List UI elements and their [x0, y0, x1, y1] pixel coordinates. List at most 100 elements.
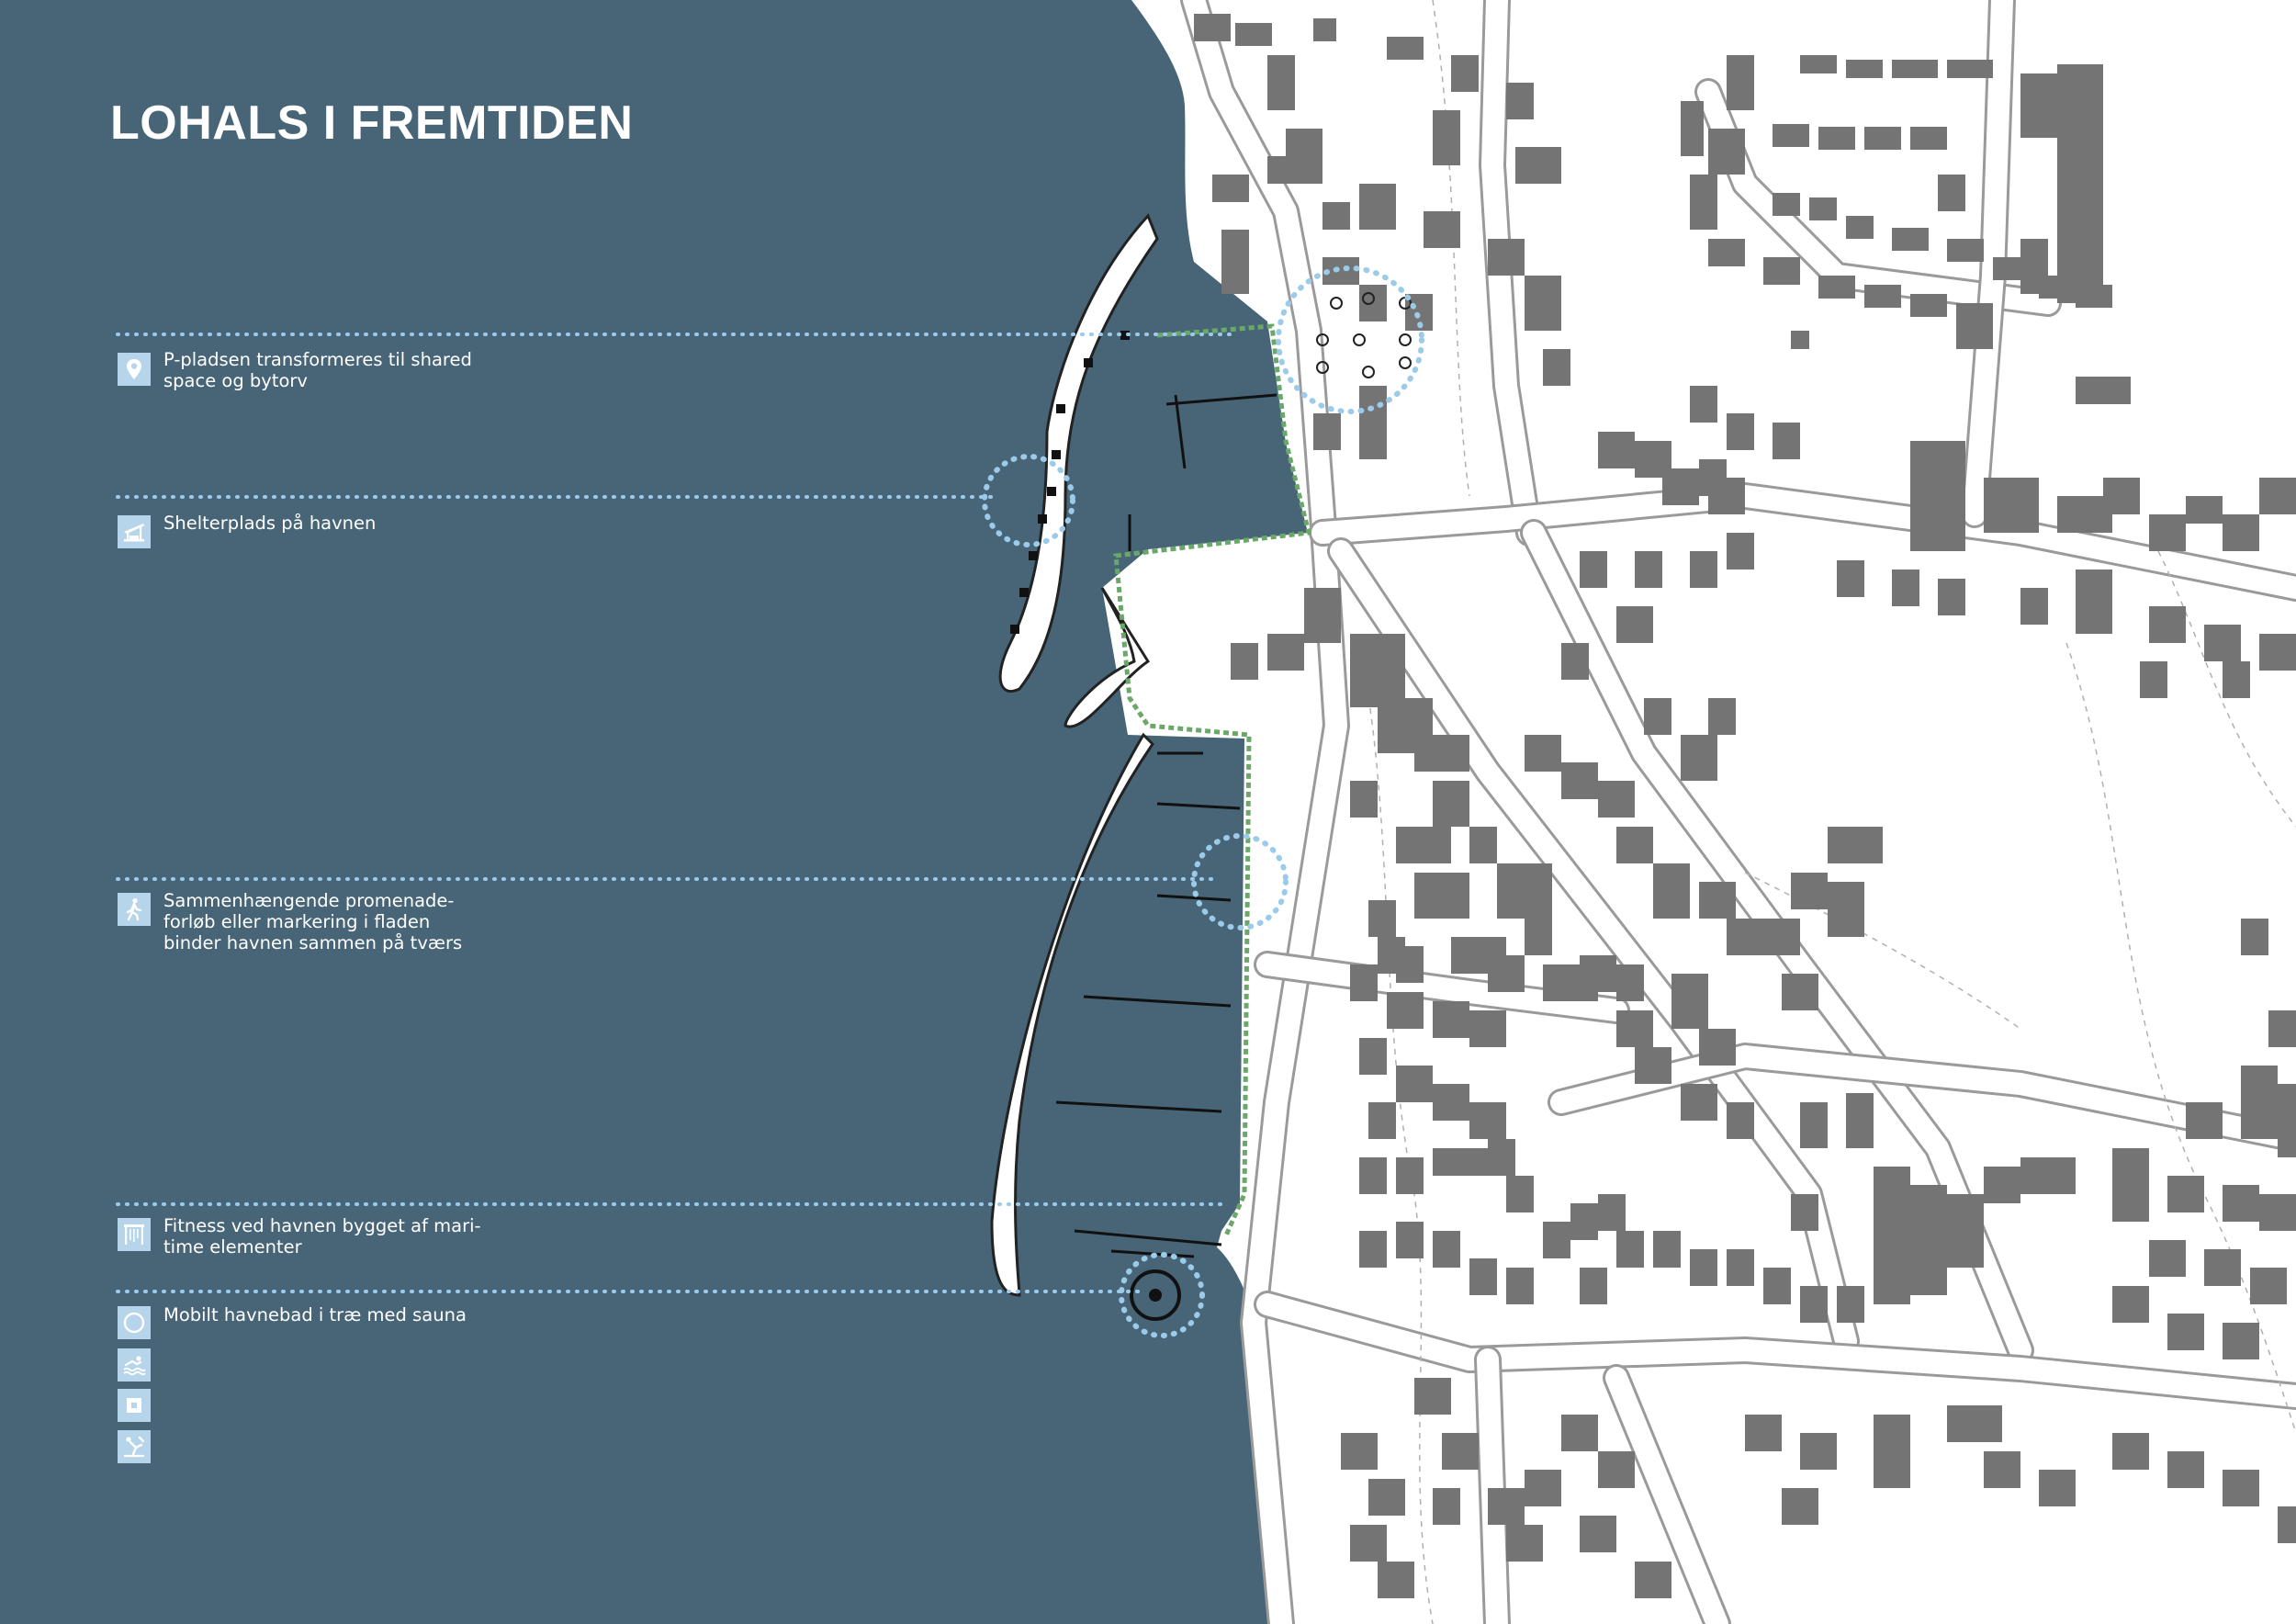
- building: [1984, 1451, 2020, 1488]
- building: [1662, 468, 1699, 505]
- sauna-box-icon: [118, 1389, 151, 1422]
- shelter-marker: [1029, 551, 1038, 560]
- building: [1699, 882, 1736, 919]
- building: [2112, 1286, 2149, 1323]
- building: [2039, 1470, 2076, 1506]
- jetty: [1156, 894, 1232, 902]
- building: [1616, 827, 1653, 863]
- jetty: [1083, 995, 1232, 1008]
- shelter-marker: [1056, 404, 1065, 413]
- building: [1488, 1139, 1515, 1176]
- building: [1616, 964, 1644, 1001]
- building: [2112, 1176, 2149, 1222]
- building: [1690, 1249, 1717, 1286]
- building: [1543, 1222, 1570, 1258]
- shelter-marker: [1120, 331, 1130, 340]
- building: [1378, 1562, 1414, 1598]
- building: [1864, 285, 1901, 308]
- road-fill: [1256, 953, 1627, 1021]
- building: [1570, 1203, 1598, 1240]
- building: [2259, 1194, 2296, 1231]
- building: [1809, 197, 1837, 220]
- harbour-bath-center: [1149, 1289, 1162, 1302]
- building: [1359, 423, 1387, 459]
- building: [1506, 1268, 1534, 1304]
- building: [1561, 762, 1598, 799]
- building: [1947, 1405, 2002, 1442]
- building: [1451, 55, 1479, 92]
- plaza-tree: [1353, 333, 1366, 346]
- building: [1561, 643, 1589, 680]
- building: [2020, 1157, 2076, 1194]
- building: [1653, 1231, 1681, 1268]
- building: [2186, 1102, 2223, 1139]
- building: [1800, 1286, 1828, 1323]
- fitness-icon: [118, 1218, 151, 1251]
- building: [1598, 1194, 1626, 1231]
- building: [1635, 551, 1662, 588]
- jetty: [1074, 1229, 1222, 1246]
- shelter-marker: [1047, 487, 1056, 496]
- building: [1469, 1010, 1506, 1047]
- building: [1515, 147, 1561, 184]
- building: [2076, 377, 2131, 404]
- sea-water: [0, 0, 1308, 1624]
- building: [1359, 1038, 1387, 1075]
- building: [1635, 1562, 1671, 1598]
- road-fill: [1605, 1367, 1728, 1624]
- building: [1763, 1268, 1791, 1304]
- building: [1773, 124, 1809, 147]
- building: [2223, 1470, 2259, 1506]
- building: [1469, 827, 1497, 863]
- building: [1469, 1258, 1497, 1295]
- building: [1690, 551, 1717, 588]
- building: [1414, 735, 1469, 772]
- building: [1580, 1268, 1607, 1304]
- shelter-marker: [1052, 450, 1061, 459]
- building: [2223, 514, 2259, 551]
- annotation-text-shelter: Shelterplads på havnen: [163, 513, 377, 534]
- building: [1580, 551, 1607, 588]
- building: [1690, 175, 1717, 230]
- shelter-marker: [1038, 514, 1047, 524]
- building: [2057, 64, 2103, 303]
- building: [1341, 1433, 1378, 1470]
- building: [1433, 110, 1460, 165]
- highlight-circle: [1119, 1252, 1205, 1338]
- building: [1580, 1516, 1616, 1552]
- building: [1433, 1488, 1460, 1525]
- harbour-bath-ring: [1130, 1269, 1181, 1321]
- jetty: [1174, 394, 1187, 469]
- building: [1396, 1222, 1424, 1258]
- building: [2076, 570, 2112, 606]
- building: [1350, 634, 1405, 707]
- building: [2020, 239, 2048, 294]
- building: [1368, 1102, 1396, 1139]
- building: [1286, 129, 1322, 156]
- annotation-text-harbour-bath: Mobilt havnebad i træ med sauna: [163, 1304, 467, 1325]
- building: [1956, 321, 1993, 349]
- building: [1837, 1286, 1864, 1323]
- building: [1773, 193, 1800, 216]
- building: [2259, 634, 2296, 671]
- building: [1616, 1231, 1644, 1268]
- building: [1396, 1066, 1433, 1102]
- building: [1681, 1084, 1717, 1121]
- building: [1221, 230, 1249, 294]
- building: [1359, 1231, 1387, 1268]
- plaza-tree: [1316, 361, 1329, 374]
- building: [1396, 946, 1424, 983]
- building: [2149, 514, 2186, 551]
- building: [1910, 1185, 1947, 1295]
- building: [1598, 781, 1635, 818]
- building: [1506, 83, 1534, 119]
- building: [1874, 1167, 1910, 1304]
- building: [1800, 1102, 1828, 1148]
- diving-icon: [118, 1430, 151, 1463]
- building: [1580, 955, 1616, 992]
- building: [1910, 496, 1965, 551]
- building: [1708, 239, 1745, 266]
- building: [1727, 1249, 1754, 1286]
